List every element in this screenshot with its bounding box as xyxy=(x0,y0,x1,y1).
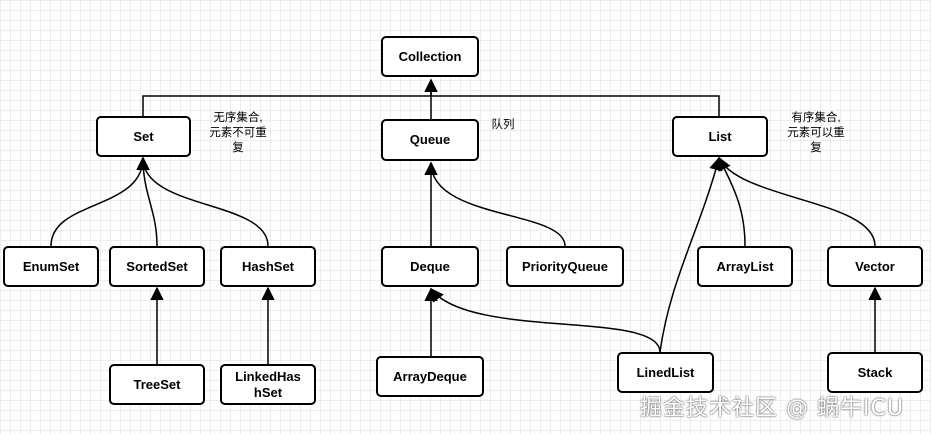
node-priorityqueue[interactable]: PriorityQueue xyxy=(506,246,624,287)
node-deque[interactable]: Deque xyxy=(381,246,479,287)
queue-note: 队列 xyxy=(491,119,515,131)
edge-set-collection xyxy=(142,78,438,116)
node-linedlist[interactable]: LinedList xyxy=(617,352,714,393)
node-set[interactable]: Set xyxy=(96,116,191,157)
watermark-text: 掘金技术社区 @ 蜗牛ICU xyxy=(640,396,904,421)
edge-hashset-set xyxy=(136,156,269,247)
node-collection[interactable]: Collection xyxy=(381,36,479,77)
node-arraydeque[interactable]: ArrayDeque xyxy=(376,356,484,397)
node-linkedhashset[interactable]: LinkedHas hSet xyxy=(220,364,316,405)
list-note: 有序集合, 元素可以重 复 xyxy=(787,112,845,154)
node-list[interactable]: List xyxy=(672,116,768,157)
edge-linedlist-list xyxy=(659,156,723,353)
node-hashset[interactable]: HashSet xyxy=(220,246,316,287)
edge-priorityqueue-queue xyxy=(424,161,566,247)
edge-linedlist-deque xyxy=(430,287,661,353)
node-queue[interactable]: Queue xyxy=(381,119,479,161)
node-vector[interactable]: Vector xyxy=(827,246,923,287)
node-treeset[interactable]: TreeSet xyxy=(109,364,205,405)
edge-enumset-set xyxy=(50,156,150,247)
node-sortedset[interactable]: SortedSet xyxy=(109,246,205,287)
edge-sortedset-set xyxy=(136,156,158,247)
node-enumset[interactable]: EnumSet xyxy=(3,246,99,287)
edge-vector-list xyxy=(718,156,876,247)
edge-list-collection xyxy=(431,95,720,116)
set-note: 无序集合, 元素不可重 复 xyxy=(209,112,267,154)
node-stack[interactable]: Stack xyxy=(827,352,923,393)
node-arraylist[interactable]: ArrayList xyxy=(697,246,793,287)
